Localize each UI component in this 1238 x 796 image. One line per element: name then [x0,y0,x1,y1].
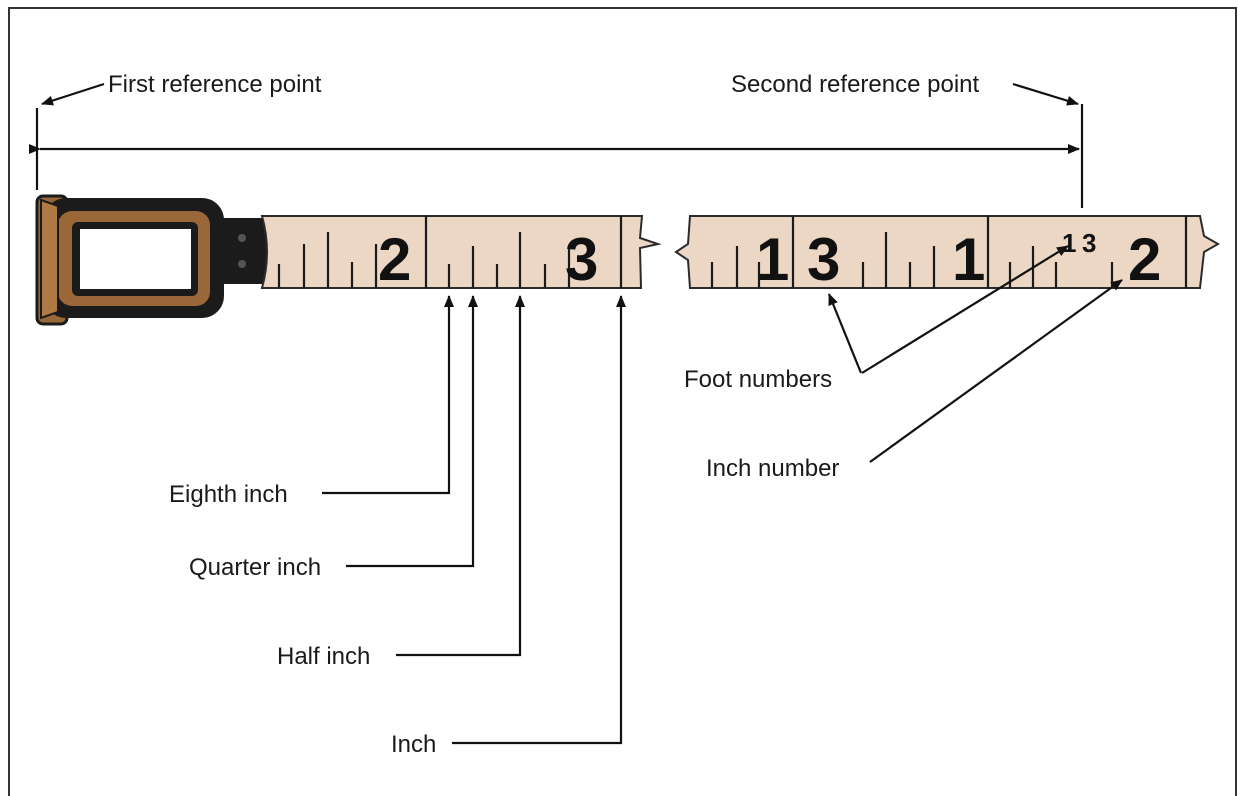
half-inch-leader [396,295,525,657]
foot-numbers-leader-a [827,293,863,374]
eighth-inch-label: Eighth inch [169,481,288,508]
foot-numbers-leader-b [861,245,1069,374]
tape-handle-ring [35,194,224,326]
foot-numbers-label: Foot numbers [684,366,832,393]
inch-leader [452,295,626,745]
inch-number-label: Inch number [706,455,839,482]
foot-number-c: 1 [952,226,985,293]
inch-mark-2: 2 [378,226,411,293]
inch-number-leader [869,279,1123,463]
inch-label: Inch [391,731,436,758]
half-inch-label: Half inch [277,643,370,670]
small-one: 1 [1062,228,1076,258]
tape-clamp [222,218,272,284]
left-tape-ticks [277,216,623,288]
first-reference-arrow [41,82,105,106]
quarter-inch-leader [346,295,478,568]
right-tape-ticks [710,216,1188,288]
foot-number-b: 3 [807,226,840,293]
second-reference-point-label: Second reference point [731,71,980,98]
first-reference-point-label: First reference point [108,71,322,98]
tape-segment-left [260,215,662,289]
figure-border [8,7,1237,796]
small-three: 3 [1082,228,1096,258]
tape-segment-right [674,215,1221,289]
second-reference-arrow [1012,82,1079,106]
inch-number-2: 2 [1128,226,1161,293]
foot-number-a: 1 [756,226,789,293]
inch-mark-3: 3 [565,226,598,293]
eighth-inch-leader [322,295,454,495]
quarter-inch-label: Quarter inch [189,554,321,581]
